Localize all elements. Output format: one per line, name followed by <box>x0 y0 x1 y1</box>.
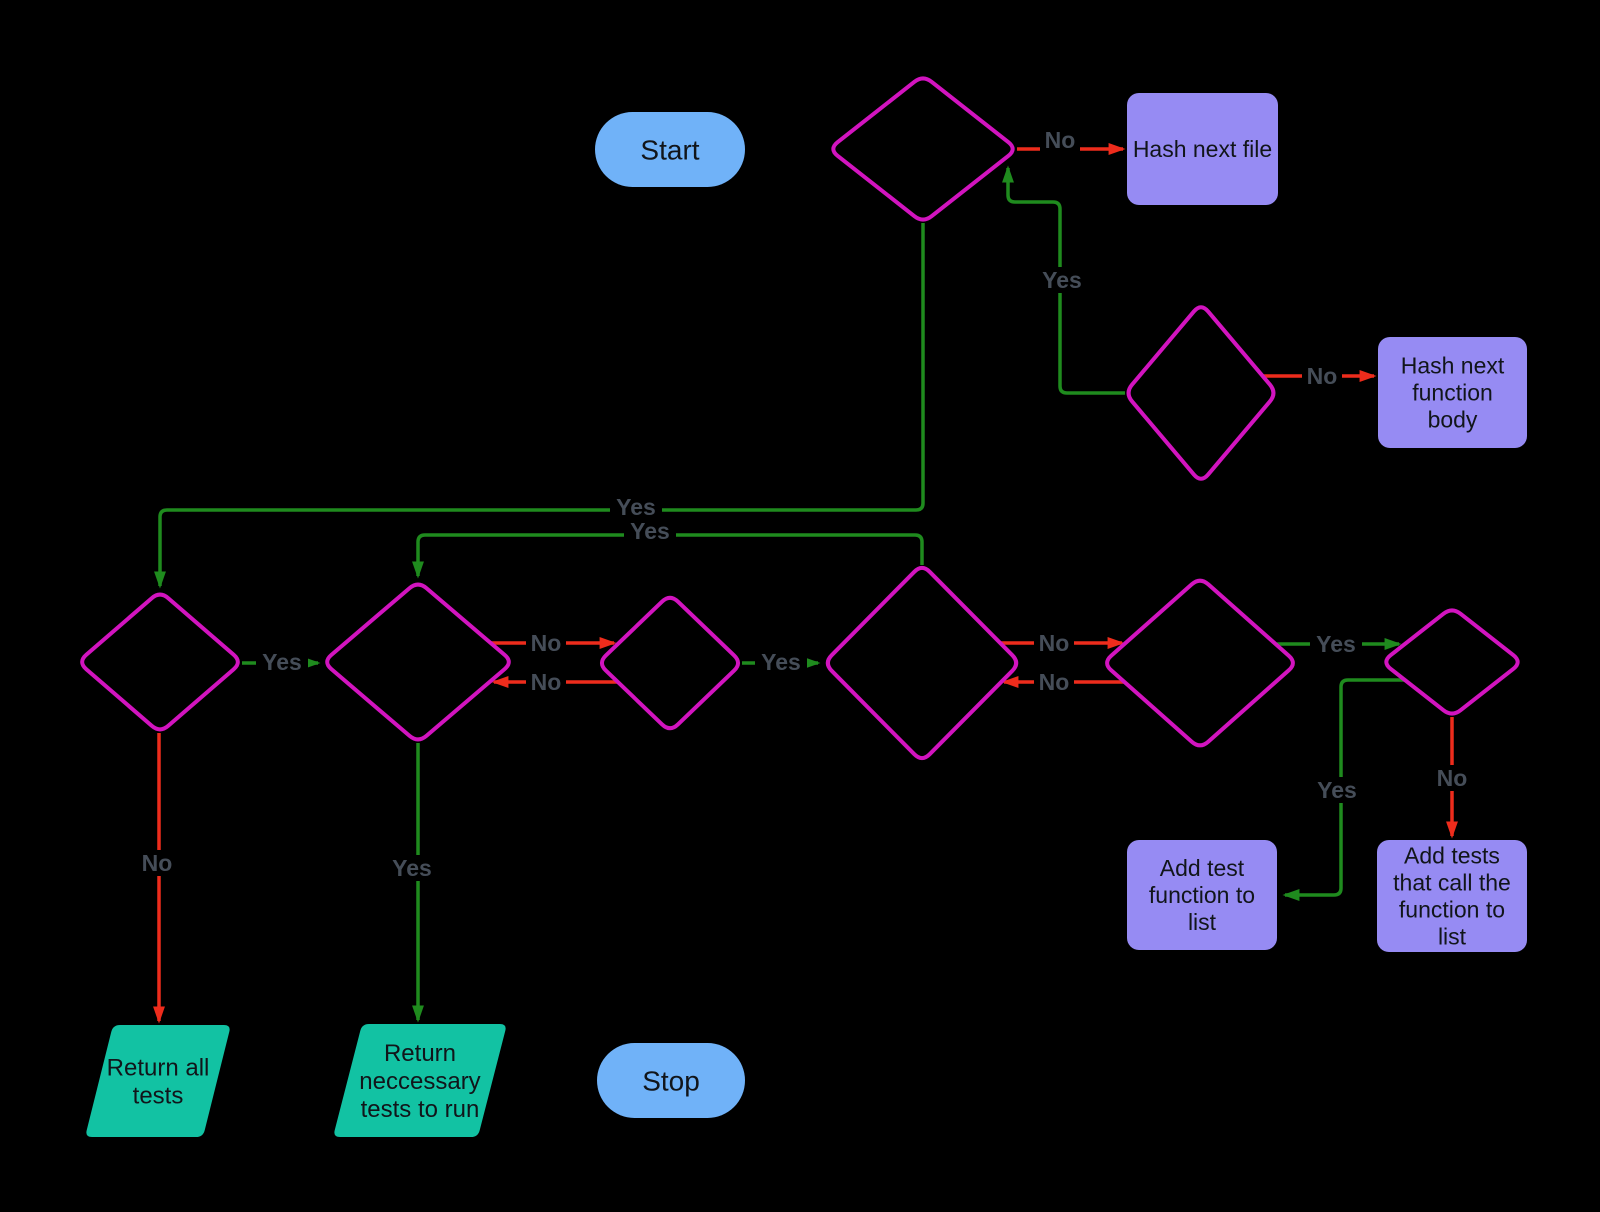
node-decision-right <box>1105 578 1295 748</box>
node-label: Stop <box>642 1065 700 1096</box>
decision-shape <box>1384 608 1520 716</box>
edge-label-text: No <box>1039 669 1070 695</box>
io-shape <box>334 1024 506 1137</box>
edge-label-bg <box>137 850 177 876</box>
edge-label-text: Yes <box>392 855 432 881</box>
edge-label-text: Yes <box>262 649 302 675</box>
edge-label-text: Yes <box>761 649 801 675</box>
edge-label-text: Yes <box>1042 267 1082 293</box>
terminal-shape <box>597 1043 745 1118</box>
edge-label-text: No <box>1437 765 1468 791</box>
edge-label-bg <box>1311 777 1363 803</box>
decision-shape <box>80 592 240 732</box>
edge-label-bg <box>1432 765 1472 791</box>
edge-label-bg <box>624 518 676 544</box>
edge-label-farright-yes-addtest: Yes <box>1311 777 1363 803</box>
edge-label-second-no-smallmid: No <box>526 630 566 656</box>
edge-label-bg <box>1040 127 1080 153</box>
node-label: Hash next file <box>1133 136 1272 162</box>
edge-label-right-no-bigmid: No <box>1034 669 1074 695</box>
node-decision-far-right <box>1384 608 1520 716</box>
decision-shape <box>825 565 1019 761</box>
edge-top-yes-left <box>154 223 925 589</box>
process-shape <box>1127 93 1278 205</box>
decision-shape <box>831 76 1015 222</box>
edge-label-text: Yes <box>616 494 656 520</box>
edge-label-text: No <box>1039 630 1070 656</box>
edge-label-bg <box>1034 669 1074 695</box>
edge-label-functions-yes-top: Yes <box>1036 267 1088 293</box>
edge-label-text: No <box>531 669 562 695</box>
decision-shape <box>599 595 741 731</box>
process-shape <box>1127 840 1277 950</box>
node-decision-left <box>80 592 240 732</box>
decision-shape <box>325 582 511 742</box>
edge-label-text: No <box>1045 127 1076 153</box>
edge-label-text: No <box>142 850 173 876</box>
edge-label-text: No <box>531 630 562 656</box>
edge-label-bg <box>1302 363 1342 389</box>
edge-label-left-yes-second: Yes <box>256 649 308 675</box>
edge-label-text: Yes <box>630 518 670 544</box>
edge-label-bg <box>526 630 566 656</box>
edge-label-farright-no-addtests: No <box>1432 765 1472 791</box>
edge-label-bg <box>1036 267 1088 293</box>
io-shape <box>86 1025 230 1137</box>
edge-label-bigmid-yes-second: Yes <box>624 518 676 544</box>
node-stop: Stop <box>597 1043 745 1118</box>
edge-label-bg <box>386 855 438 881</box>
node-hash-next-file: Hash next file <box>1127 93 1278 205</box>
edge-label-top-yes-left: Yes <box>610 494 662 520</box>
edge-label-left-no-returnall: No <box>137 850 177 876</box>
node-decision-big-mid <box>825 565 1019 761</box>
edge-label-text: Yes <box>1317 777 1357 803</box>
terminal-shape <box>595 112 745 187</box>
edge-label-top-no-hash-file: No <box>1040 127 1080 153</box>
decision-shape <box>1105 578 1295 748</box>
node-decision-functions <box>1126 305 1276 481</box>
node-start: Start <box>595 112 745 187</box>
node-label: Start <box>640 134 699 165</box>
edge-label-smallmid-no-second: No <box>526 669 566 695</box>
edge-label-text: No <box>1307 363 1338 389</box>
process-shape <box>1378 337 1527 448</box>
edge-label-bg <box>1310 631 1362 657</box>
node-decision-second <box>325 582 511 742</box>
decision-shape <box>1126 305 1276 481</box>
node-decision-small-mid <box>599 595 741 731</box>
edge-label-text: Yes <box>1316 631 1356 657</box>
edge-label-bg <box>1034 630 1074 656</box>
edge-label-second-yes-returnnecc: Yes <box>386 855 438 881</box>
edge-label-bg <box>755 649 807 675</box>
edge-label-right-yes-farright: Yes <box>1310 631 1362 657</box>
edge-label-bg <box>526 669 566 695</box>
edge-label-functions-no-hash-body: No <box>1302 363 1342 389</box>
edge-label-bigmid-no-right: No <box>1034 630 1074 656</box>
edge-label-bg <box>610 494 662 520</box>
edge-functions-yes-top <box>1002 165 1125 395</box>
node-decision-top <box>831 76 1015 222</box>
edge-label-bg <box>256 649 308 675</box>
edge-label-smallmid-yes-bigmid: Yes <box>755 649 807 675</box>
process-shape <box>1377 840 1527 952</box>
